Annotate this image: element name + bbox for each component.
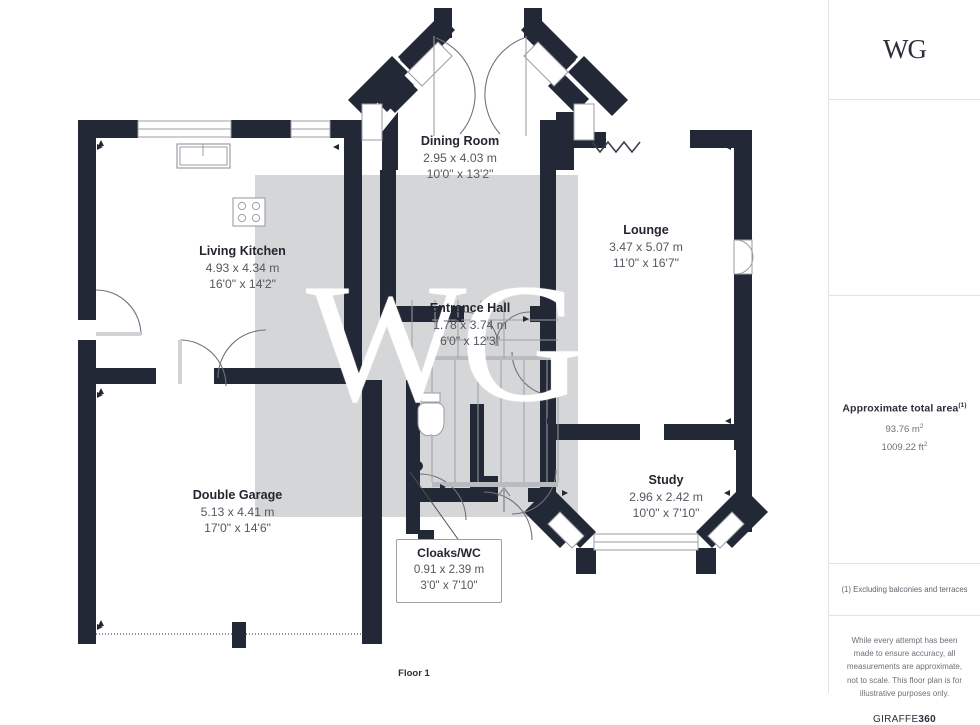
newel-post	[413, 461, 423, 471]
giraffe360-brand: GIRAFFE360	[873, 714, 936, 725]
room-label-cloaks-wc: Cloaks/WC 0.91 x 2.39 m 3'0" x 7'10"	[396, 539, 502, 603]
fixtures	[176, 143, 445, 437]
total-area-cell: Approximate total area(1) 93.76 m2 1009.…	[829, 296, 980, 564]
brand-prefix: GIRAFFE	[872, 713, 919, 725]
brand-suffix: 360	[918, 713, 937, 725]
dimension-ticks	[97, 140, 731, 630]
info-panel: WG Approximate total area(1) 93.76 m2 10…	[828, 0, 980, 725]
floor-label: Floor 1	[398, 668, 430, 679]
chimney-breast-zigzag	[591, 140, 641, 154]
metric-unit-exponent: 2	[919, 423, 924, 431]
room-dimensions-imperial: 3'0" x 7'10"	[420, 579, 478, 593]
disclaimer-text: While every attempt has been made to ens…	[846, 636, 963, 698]
staircase	[411, 300, 559, 487]
shaded-region	[255, 175, 578, 517]
windows	[137, 41, 754, 551]
total-area-metric: 93.76 m2	[886, 421, 924, 439]
disclaimer-cell: While every attempt has been made to ens…	[829, 616, 980, 725]
total-area-footnote-ref: (1)	[958, 401, 967, 409]
floorplan-svg	[78, 8, 768, 648]
wg-logo: WG	[883, 34, 927, 64]
entrance-arrow	[497, 486, 511, 512]
total-area-imperial-value: 1009.22 ft	[881, 442, 924, 454]
total-area-metric-value: 93.76 m	[885, 424, 920, 436]
imperial-unit-exponent: 2	[923, 441, 928, 449]
brand-logo-cell: WG	[829, 0, 980, 100]
room-dimensions-metric: 0.91 x 2.39 m	[413, 563, 485, 577]
walls	[78, 8, 768, 648]
floorplan-page: WG Dining Room 2.95 x 4.03 m 10'0" x 13'…	[78, 0, 980, 725]
floorplan-canvas: WG Dining Room 2.95 x 4.03 m 10'0" x 13'…	[78, 8, 768, 679]
room-name: Cloaks/WC	[417, 546, 481, 560]
footnote-text: (1) Excluding balconies and terraces	[841, 585, 968, 594]
panel-spacer-cell	[829, 100, 980, 296]
footnote-cell: (1) Excluding balconies and terraces	[829, 564, 980, 616]
total-area-title-text: Approximate total area	[842, 402, 959, 415]
total-area-title: Approximate total area(1)	[842, 402, 966, 415]
total-area-imperial: 1009.22 ft2	[882, 439, 928, 457]
